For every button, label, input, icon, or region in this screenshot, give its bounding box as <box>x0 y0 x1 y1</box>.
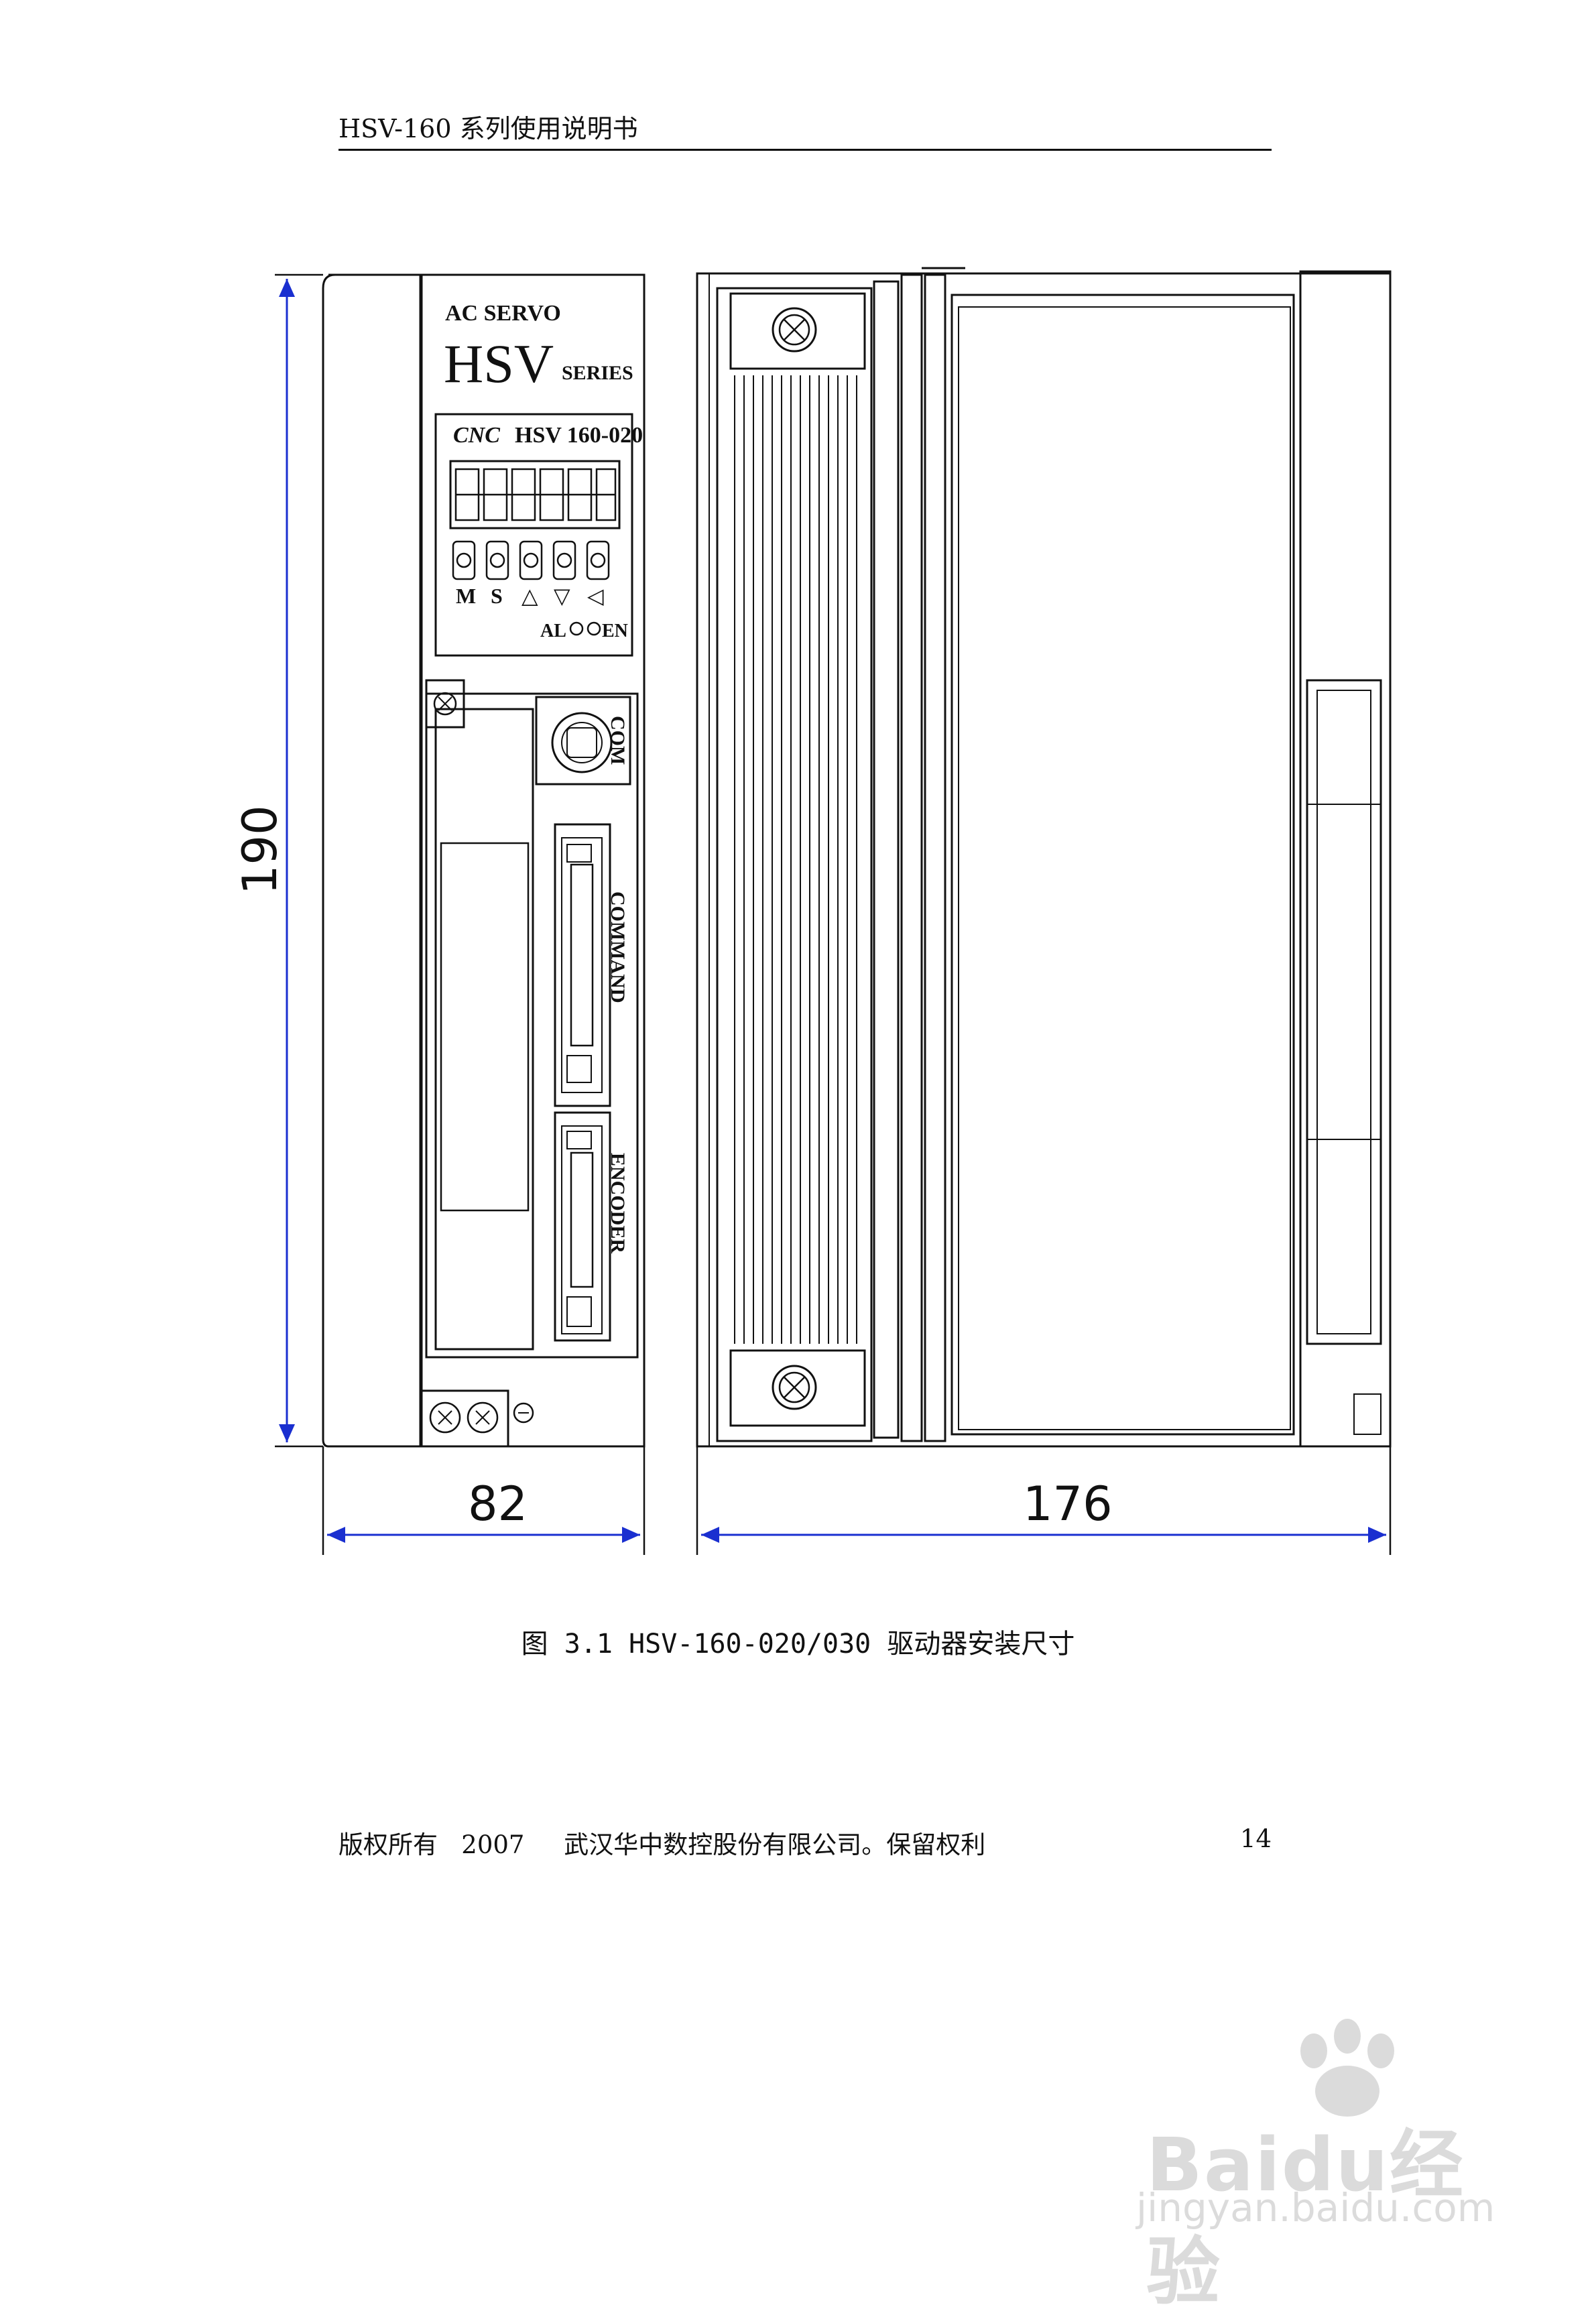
bottom-terminals <box>420 1389 509 1448</box>
installation-drawing: AC SERVO HSV SERIES CNC HSV 160-020 M S … <box>233 267 1392 1555</box>
series-label: SERIES <box>562 362 633 384</box>
button-label-s: S <box>491 584 503 608</box>
port-label-command: COMMAND <box>607 891 629 1003</box>
mount-screw-top <box>772 307 817 353</box>
brand-line: AC SERVO <box>445 301 561 326</box>
button-label-up: △ <box>521 583 538 609</box>
watermark: Baidu经验 jingyan.baidu.com <box>1106 2017 1522 2315</box>
depth-dimension: 176 <box>1023 1477 1113 1531</box>
command-connector <box>554 823 611 1107</box>
width-dimension: 82 <box>468 1477 528 1531</box>
led-indicators <box>569 621 601 636</box>
led-label-en: EN <box>602 621 628 641</box>
cover-plate <box>434 708 534 1351</box>
com-port-frame <box>535 696 631 786</box>
header-title: HSV-160 系列使用说明书 <box>339 114 638 143</box>
side-view <box>696 267 1392 1448</box>
seven-segment-display <box>449 460 621 529</box>
cnc-logo: CNC <box>453 423 500 448</box>
button-label-m: M <box>456 584 476 608</box>
footer-copyright: 版权所有 2007 武汉华中数控股份有限公司。保留权利 <box>339 1830 986 1859</box>
paw-logo-icon <box>1300 2019 1394 2117</box>
led-label-al: AL <box>540 621 566 641</box>
dimension-lines <box>275 273 1392 1555</box>
port-label-com: COM <box>607 716 629 765</box>
button-label-left: ◁ <box>587 583 604 609</box>
encoder-connector <box>554 1111 611 1342</box>
page-number: 14 <box>1240 1824 1272 1853</box>
display-panel <box>434 413 633 657</box>
digit-cells <box>454 468 617 521</box>
height-dimension: 190 <box>233 805 288 895</box>
bottom-mount-bracket <box>729 1349 866 1427</box>
model-label: HSV 160-020 <box>515 423 643 448</box>
panel-buttons <box>452 540 610 580</box>
model-family: HSV <box>444 333 554 394</box>
button-label-down: ▽ <box>554 583 570 609</box>
front-view <box>322 273 646 1448</box>
figure-caption: 图 3.1 HSV-160-020/030 驱动器安装尺寸 <box>521 1629 1075 1659</box>
watermark-url: jingyan.baidu.com <box>1136 2185 1495 2231</box>
mount-screw-bottom <box>772 1365 817 1410</box>
port-label-encoder: ENCODER <box>607 1153 629 1253</box>
header-rule <box>339 149 1272 151</box>
top-mount-bracket <box>729 292 866 370</box>
